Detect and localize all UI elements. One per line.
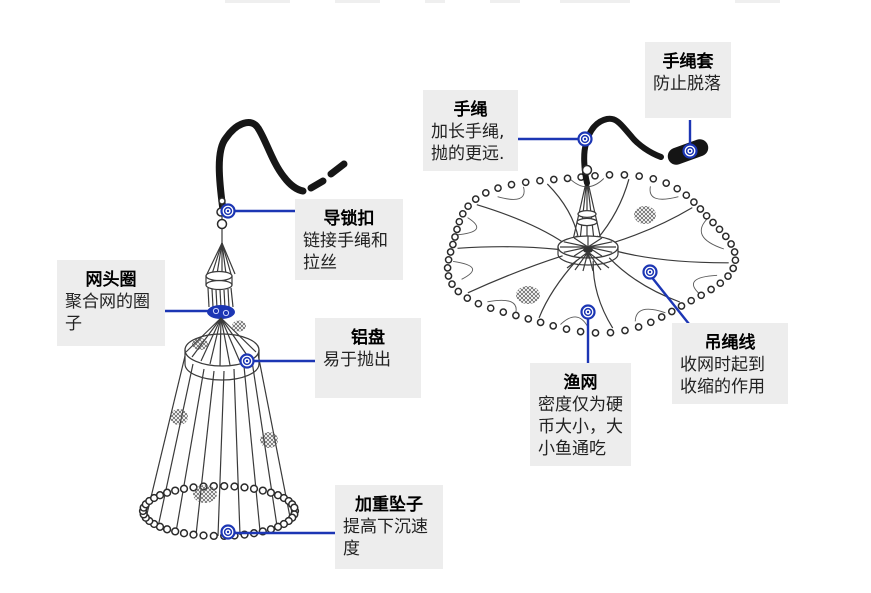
label-desc: 密度仅为硬 币大小，大 小鱼通吃 <box>538 395 623 459</box>
mesh-patches-left <box>170 320 278 503</box>
label-desc: 易于抛出 <box>323 350 391 370</box>
label-title: 铝盘 <box>351 328 385 348</box>
label-weight-pendant: 加重坠子 提高下沉速 度 <box>335 485 443 569</box>
callout-marker-sleeve <box>682 143 698 159</box>
perimeter-bead-chain <box>443 171 740 337</box>
cone-lines <box>145 353 291 537</box>
label-net-head-ring: 网头圈 聚合网的圈 子 <box>57 260 165 346</box>
rope-dash <box>307 177 327 192</box>
open-net-illustration <box>443 115 740 337</box>
mesh-patches-right <box>516 206 656 304</box>
label-desc: 提高下沉速 度 <box>343 517 428 559</box>
callout-marker-aluminum-disc <box>239 353 255 369</box>
rope-dash <box>327 160 348 178</box>
callout-lines <box>164 120 692 535</box>
collar-strings <box>207 287 234 309</box>
label-title: 渔网 <box>563 373 598 393</box>
center-disc <box>557 235 619 272</box>
disc-fan-lines <box>185 317 257 367</box>
folded-net-illustration <box>138 119 348 541</box>
label-title: 手绳 <box>453 100 488 120</box>
net-head-ring-part <box>207 305 235 319</box>
label-hand-rope: 手绳 加长手绳, 抛的更远. <box>423 90 518 171</box>
label-title: 网头圈 <box>85 270 137 290</box>
label-hanging-line: 吊绳线 收网时起到 收缩的作用 <box>672 323 788 404</box>
hand-rope-right <box>581 115 664 186</box>
hand-rope-curve <box>215 119 307 214</box>
label-desc: 聚合网的圈 子 <box>65 292 150 334</box>
label-fishing-net: 渔网 密度仅为硬 币大小，大 小鱼通吃 <box>530 363 631 466</box>
net-seam-lines <box>453 178 729 329</box>
label-guide-lock: 导锁扣 链接手绳和 拉丝 <box>295 199 403 280</box>
label-desc: 加长手绳, 抛的更远. <box>431 122 505 164</box>
label-title: 吊绳线 <box>704 333 756 353</box>
callout-marker-fishing-net <box>580 304 596 320</box>
label-title: 导锁扣 <box>323 209 375 229</box>
label-hand-rope-sleeve: 手绳套 防止脱落 <box>645 42 731 118</box>
label-desc: 链接手绳和 拉丝 <box>303 231 388 273</box>
head-collar <box>205 270 233 291</box>
callout-marker-hand-rope <box>577 131 593 147</box>
label-aluminum-disc: 铝盘 易于抛出 <box>315 318 421 398</box>
weight-bead-chain <box>138 481 300 541</box>
callout-marker-guide-lock <box>220 203 236 219</box>
label-desc: 收网时起到 收缩的作用 <box>680 355 765 397</box>
label-title: 手绳套 <box>662 52 714 72</box>
callout-marker-weight <box>220 524 236 540</box>
top-smudges <box>225 0 780 3</box>
label-title: 加重坠子 <box>355 495 423 515</box>
upper-fan-lines <box>206 242 236 275</box>
callout-marker-hanging-line <box>642 264 658 280</box>
label-desc: 防止脱落 <box>653 74 721 94</box>
callout-markers <box>220 131 698 540</box>
